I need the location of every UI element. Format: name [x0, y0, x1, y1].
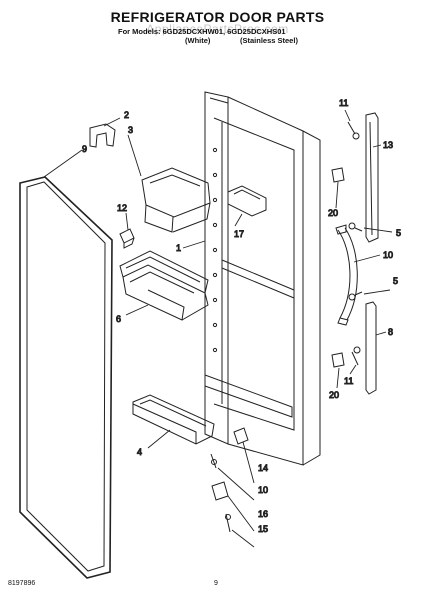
variant-stainless: (Stainless Steel) [240, 36, 298, 45]
callout-4-label: 4 [137, 447, 142, 457]
part-hinge-upper [331, 167, 345, 183]
page-number: 9 [214, 580, 218, 587]
part-trim [365, 301, 377, 395]
callout-9: 10 [383, 250, 393, 260]
callout-10-text: 10 [258, 485, 268, 495]
callout-14: 14 [258, 463, 268, 473]
part-door-bin [119, 250, 209, 321]
part-bottom-bin [132, 394, 215, 445]
callout-5-upper: 5 [396, 228, 401, 238]
part-shelf [227, 185, 267, 217]
callout-12: 12 [117, 203, 127, 213]
callout-1: 1 [176, 243, 181, 253]
callout-20-upper: 20 [328, 208, 338, 218]
part-bottom-screw [225, 513, 231, 533]
part-seal-strip [365, 112, 379, 243]
models-line: For Models: 6GD25DCXHW01, 6GD25DCXHS01 [118, 27, 286, 36]
callout-8: 9 [82, 144, 87, 154]
part-door-liner [204, 91, 321, 466]
part-hinge-lower [331, 352, 345, 368]
page-title: REFRIGERATOR DOOR PARTS [110, 9, 325, 25]
part-screw-lower [351, 346, 361, 366]
part-hinge-screw [210, 453, 217, 469]
callout-7: 8 [388, 327, 393, 337]
part-clip [89, 123, 116, 148]
part-hinge-pin [233, 427, 249, 445]
callout-16: 16 [258, 509, 268, 519]
callout-6: 6 [116, 314, 121, 324]
callout-13: 13 [383, 140, 393, 150]
callout-5-lower: 5 [393, 276, 398, 286]
part-handle [335, 224, 358, 326]
part-screw-upper [347, 121, 360, 140]
part-bracket [119, 228, 135, 249]
part-handle-screw-upper [348, 222, 363, 232]
part-hinge-bushing [211, 481, 229, 501]
callout-20-lower: 20 [329, 390, 339, 400]
callout-11-lower: 11 [344, 376, 353, 386]
callout-2: 2 [124, 110, 129, 120]
callout-15: 15 [258, 524, 268, 534]
leader-lines [43, 109, 393, 548]
document-number: 8197896 [8, 580, 36, 587]
part-door-gasket [19, 176, 113, 579]
callout-11-upper: 11 [339, 98, 348, 108]
watermark-text: AppliancePartsPros.com [146, 22, 289, 36]
callout-3: 3 [128, 125, 133, 135]
callout-17: 17 [234, 229, 244, 239]
part-dairy-door [141, 167, 211, 233]
variant-white: (White) [185, 36, 211, 45]
part-handle-screw-lower [348, 291, 363, 301]
